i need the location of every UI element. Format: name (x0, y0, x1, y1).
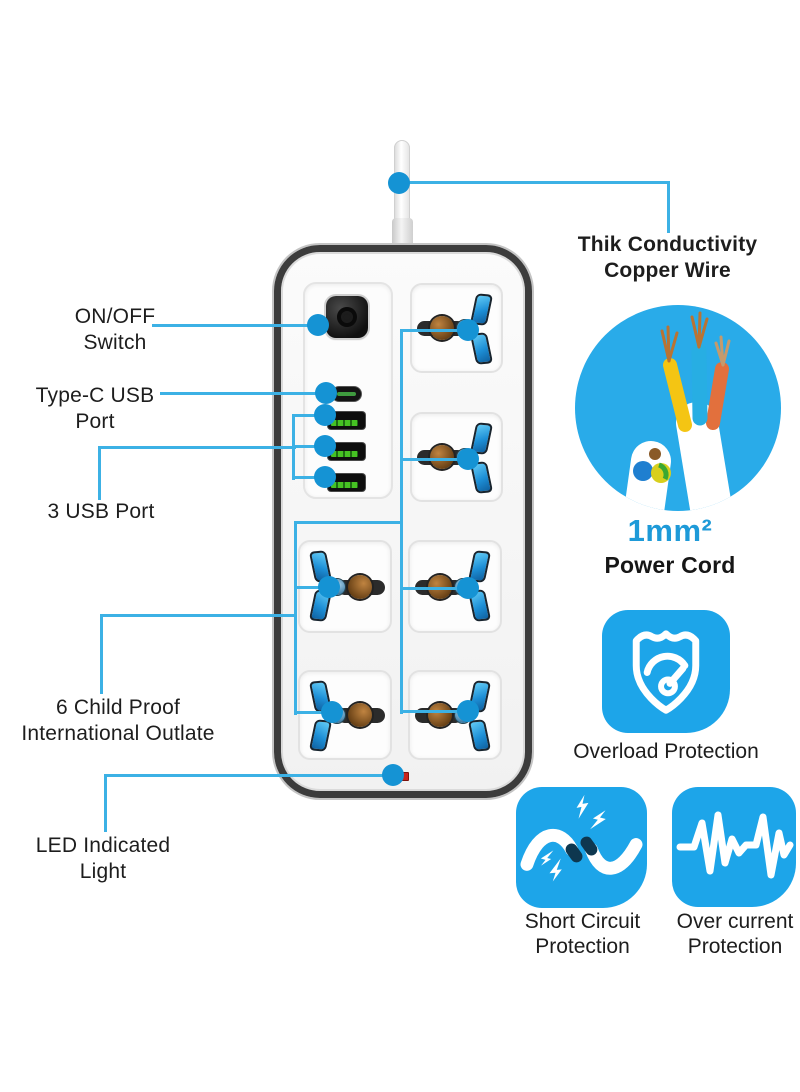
callout-line (98, 446, 296, 449)
over-current-caption: Over current Protection (655, 910, 800, 960)
callout-line (402, 587, 459, 590)
cable-strain-relief (392, 218, 413, 248)
socket-pin-slot (467, 719, 492, 752)
outlet-socket-5 (298, 670, 392, 760)
caption-line: Protection (535, 934, 630, 958)
callout-dot-usb2 (314, 435, 336, 457)
callout-dot-cable (388, 172, 410, 194)
callout-dot-outlet4 (457, 577, 479, 599)
label-line: Type-C USB (35, 384, 155, 407)
callout-line (294, 586, 321, 589)
label-line: Port (75, 409, 115, 433)
callout-line (100, 614, 297, 617)
callout-line (104, 774, 385, 777)
label-line: LED Indicated (35, 834, 171, 857)
overload-protection-caption: Overload Protection (556, 740, 776, 765)
label-line: International Outlate (21, 721, 215, 745)
callout-dot-typec (315, 382, 337, 404)
callout-dot-outlet6 (457, 700, 479, 722)
label-line: Switch (83, 330, 147, 354)
callout-dot-usb3 (314, 466, 336, 488)
callout-line (402, 458, 459, 461)
on-off-switch (326, 296, 368, 338)
short-circuit-caption: Short Circuit Protection (500, 910, 665, 960)
usb-port-2 (328, 443, 365, 460)
caption-line: Protection (687, 934, 783, 958)
overload-protection-icon (602, 610, 730, 733)
callout-line (402, 710, 459, 713)
power-cord-spec: 1mm² Power Cord (570, 512, 770, 579)
label-led-light: LED Indicated Light (3, 833, 203, 884)
label-usb-ports: 3 USB Port (26, 499, 176, 525)
over-current-protection-icon (672, 787, 796, 907)
label-line: Thik Conductivity (577, 233, 758, 256)
caption-line: Overload Protection (573, 740, 759, 763)
callout-dot-outlet5 (321, 701, 343, 723)
callout-line (294, 711, 323, 714)
spec-name: Power Cord (604, 551, 736, 578)
short-circuit-protection-icon (516, 787, 647, 908)
label-line: 3 USB Port (47, 500, 155, 523)
callout-line (294, 521, 403, 524)
type-c-port (332, 387, 361, 401)
callout-line (160, 392, 320, 395)
caption-line: Over current (676, 910, 794, 933)
label-line: Copper Wire (604, 258, 731, 282)
callout-line (294, 521, 297, 715)
callout-line (294, 414, 318, 417)
callout-line (98, 446, 101, 500)
label-line: Light (79, 859, 127, 883)
callout-dot-outlet3 (318, 576, 340, 598)
callout-line (400, 329, 403, 714)
callout-dot-switch (307, 314, 329, 336)
callout-line (294, 476, 318, 479)
label-outlets: 6 Child Proof International Outlate (13, 695, 223, 746)
copper-wire-photo (573, 303, 783, 513)
callout-line (104, 774, 107, 832)
callout-dot-led (382, 764, 404, 786)
callout-line (667, 181, 670, 233)
callout-line (408, 181, 670, 184)
label-line: 6 Child Proof (56, 696, 180, 719)
spec-value: 1mm² (627, 513, 713, 548)
callout-line (402, 329, 459, 332)
callout-line (100, 614, 103, 694)
callout-dot-outlet1 (457, 319, 479, 341)
label-copper-wire: Thik Conductivity Copper Wire (545, 232, 790, 283)
socket-pin-slot (308, 719, 333, 752)
usb-port-3 (328, 474, 365, 491)
outlet-socket-6 (408, 670, 502, 760)
callout-line (294, 445, 318, 448)
callout-dot-usb1 (314, 404, 336, 426)
callout-dot-outlet2 (457, 448, 479, 470)
usb-port-1 (328, 412, 365, 429)
label-type-c-port: Type-C USB Port (15, 383, 175, 434)
label-line: ON/OFF (74, 305, 156, 328)
callout-line (292, 414, 295, 480)
outlet-socket-4 (408, 540, 502, 633)
label-on-off-switch: ON/OFF Switch (35, 304, 195, 355)
callout-line (152, 324, 312, 327)
caption-line: Short Circuit (524, 910, 641, 933)
